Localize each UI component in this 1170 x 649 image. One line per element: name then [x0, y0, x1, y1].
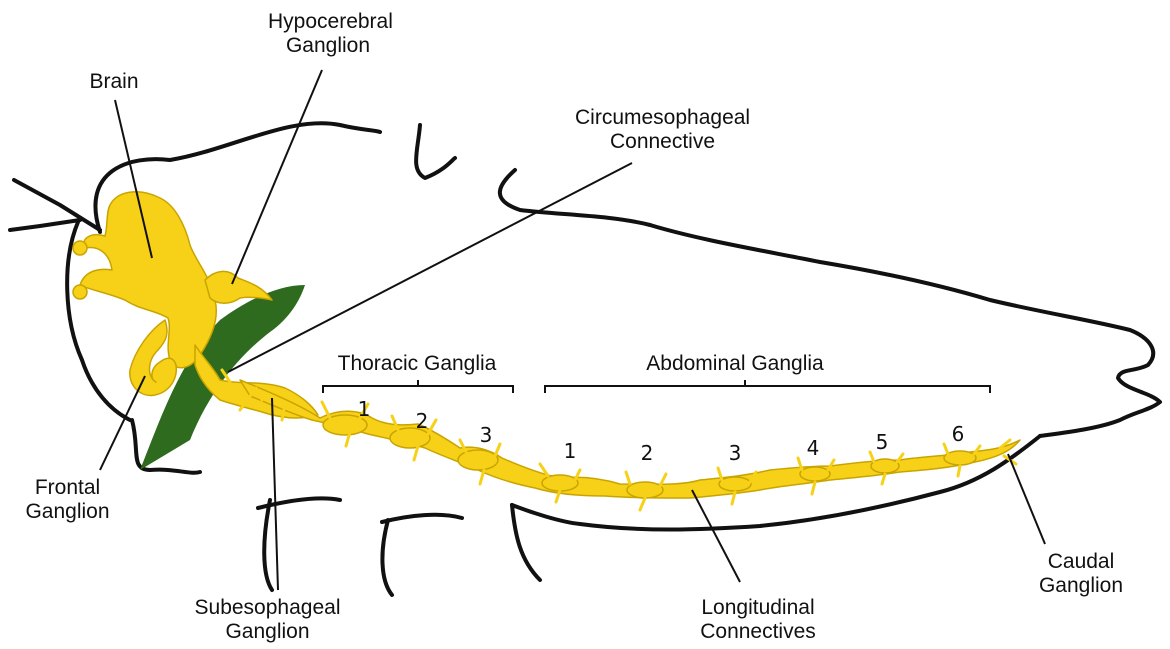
abdominal-bracket: [545, 380, 990, 393]
label-subeso-line1: Subesophageal: [185, 596, 350, 620]
leader-subesophageal: [272, 398, 278, 590]
leg-2-top: [382, 515, 462, 522]
abdominal-number-3: 3: [723, 442, 747, 464]
thoracic-ganglion-3: [458, 450, 498, 470]
label-brain: Brain: [80, 70, 148, 94]
label-frontal-line2: Ganglion: [20, 500, 115, 524]
leg-1: [264, 500, 272, 590]
label-subesophageal-ganglion: Subesophageal Ganglion: [185, 596, 350, 644]
antennal-lobe-upper: [73, 241, 87, 255]
abdominal-number-1: 1: [558, 440, 582, 462]
abdominal-number-2: 2: [635, 442, 659, 464]
abdominal-ganglion-2: [627, 482, 663, 498]
label-longitudinal-line2: Connectives: [683, 620, 833, 644]
label-thoracic-ganglia: Thoracic Ganglia: [322, 352, 512, 376]
label-longitudinal-connectives: Longitudinal Connectives: [683, 596, 833, 644]
thoracic-number-1: 1: [352, 398, 376, 420]
abdominal-number-6: 6: [946, 423, 970, 445]
label-caudal-ganglion: Caudal Ganglion: [1026, 550, 1136, 598]
notch-2: [500, 170, 650, 225]
label-circumesophageal-connective: Circumesophageal Connective: [575, 106, 750, 154]
label-longitudinal-line1: Longitudinal: [683, 596, 833, 620]
antenna-lower: [10, 220, 80, 230]
abdominal-number-5: 5: [870, 431, 894, 453]
label-subeso-line2: Ganglion: [185, 620, 350, 644]
label-frontal-line1: Frontal: [20, 476, 115, 500]
thoracic-number-2: 2: [410, 410, 434, 432]
label-frontal-ganglion: Frontal Ganglion: [20, 476, 115, 524]
leg-3: [512, 505, 540, 580]
abdomen-dorsal: [650, 225, 1160, 436]
leader-hypocerebral: [232, 70, 322, 284]
label-abdominal-text: Abdominal Ganglia: [620, 352, 850, 376]
label-hypocerebral-line1: Hypocerebral: [268, 10, 388, 34]
abdominal-number-4: 4: [801, 437, 825, 459]
antennal-lobe-lower: [73, 285, 87, 299]
label-hypocerebral-ganglion: Hypocerebral Ganglion: [268, 10, 388, 58]
abdominal-ganglion-3: [719, 477, 751, 491]
brackets: [323, 380, 990, 393]
label-caudal-line1: Caudal: [1026, 550, 1136, 574]
label-circum-line2: Connective: [575, 130, 750, 154]
leg-2: [382, 520, 392, 595]
leader-circumesophageal: [228, 163, 632, 372]
abdominal-ganglion-4: [800, 467, 830, 481]
notch-1: [416, 125, 455, 178]
label-abdominal-ganglia: Abdominal Ganglia: [620, 352, 850, 376]
label-hypocerebral-line2: Ganglion: [268, 34, 388, 58]
label-circum-line1: Circumesophageal: [575, 106, 750, 130]
leader-caudal: [1008, 454, 1045, 544]
label-thoracic-text: Thoracic Ganglia: [322, 352, 512, 376]
thoracic-bracket: [323, 380, 513, 393]
label-brain-text: Brain: [80, 70, 148, 94]
hypocerebral-ganglion-shape: [205, 271, 272, 303]
thoracic-number-3: 3: [474, 424, 498, 446]
label-caudal-line2: Ganglion: [1026, 574, 1136, 598]
